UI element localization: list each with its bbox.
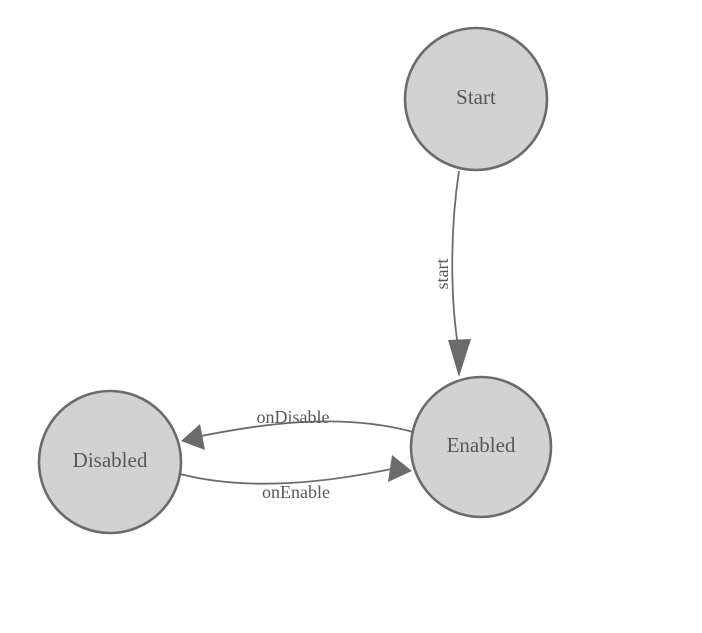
edge-start-to-enabled-arrowhead: [448, 339, 471, 377]
node-enabled-label: Enabled: [447, 433, 516, 457]
node-start-circle: [403, 26, 549, 172]
node-disabled-circle: [37, 389, 183, 535]
edge-disabled-to-enabled[interactable]: onEnable: [179, 455, 412, 502]
edge-enabled-to-disabled[interactable]: onDisable: [181, 407, 414, 450]
edge-label-start: start: [432, 259, 452, 290]
edge-start-to-enabled[interactable]: start: [432, 170, 471, 377]
node-disabled-label: Disabled: [73, 448, 148, 472]
node-start-label: Start: [456, 85, 496, 109]
node-enabled-circle: [409, 375, 553, 519]
node-disabled[interactable]: Disabled: [37, 389, 183, 535]
node-enabled[interactable]: Enabled: [409, 375, 553, 519]
edge-disabled-to-enabled-path: [179, 467, 397, 485]
edge-label-ondisable: onDisable: [257, 407, 330, 427]
node-start[interactable]: Start: [403, 26, 549, 172]
edge-disabled-to-enabled-arrowhead: [388, 455, 412, 482]
edge-enabled-to-disabled-arrowhead: [181, 424, 205, 450]
edge-start-to-enabled-path: [451, 170, 460, 353]
edge-enabled-to-disabled-path: [195, 420, 414, 438]
edge-label-onenable: onEnable: [262, 482, 330, 502]
